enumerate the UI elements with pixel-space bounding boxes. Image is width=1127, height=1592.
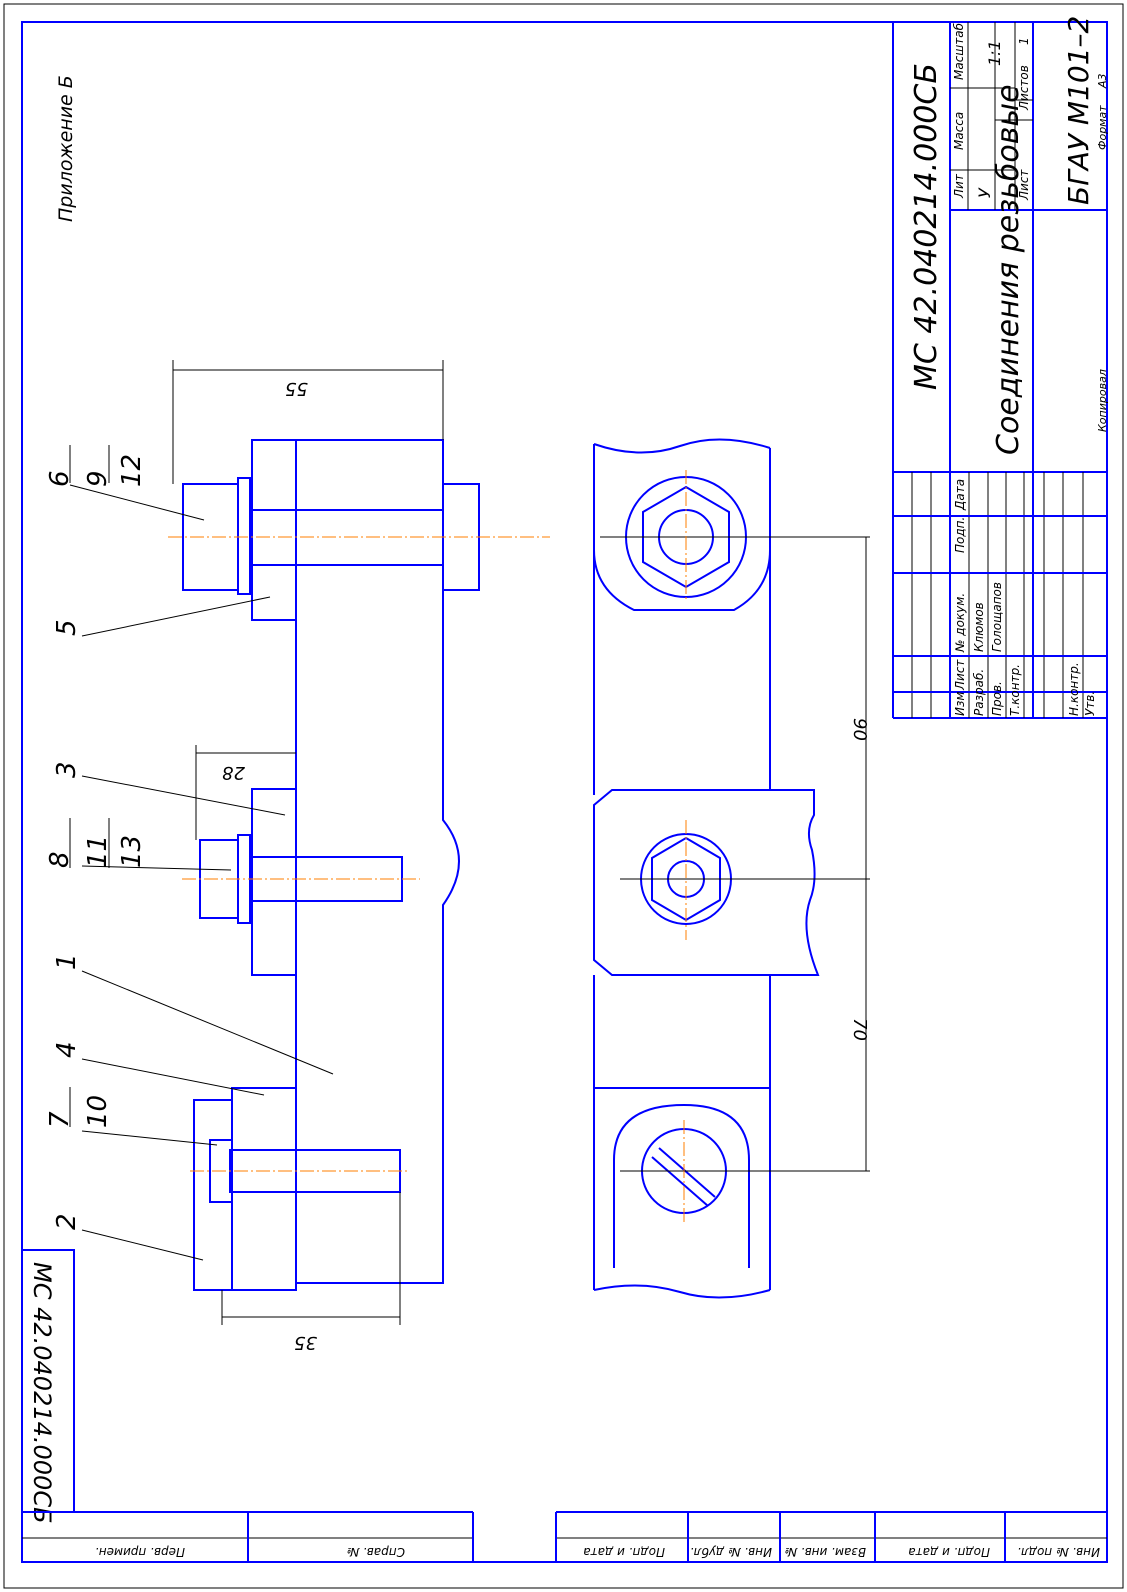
- side-doc-number-box: МС 42.040214.000СБ: [21, 1249, 75, 1524]
- washer-9: [237, 477, 251, 595]
- callout-5: 5: [52, 619, 82, 636]
- dim-28-label: 28: [222, 762, 245, 783]
- drawing-title: Соединения резьбовые: [991, 84, 1026, 455]
- dim-90-label: 90: [849, 718, 870, 741]
- hdr-doc: № докум.: [953, 593, 967, 653]
- side-doc-number: МС 42.040214.000СБ: [28, 1262, 56, 1524]
- part-3-plate: [251, 788, 297, 976]
- hdr-izm: Изм: [953, 692, 967, 716]
- callout-11: 11: [83, 835, 113, 868]
- label-inv-podl: Инв. № подл.: [1017, 1545, 1100, 1559]
- callout-9: 9: [83, 470, 113, 487]
- callout-8: 8: [45, 851, 75, 868]
- sheet-label: Лист: [1017, 169, 1031, 201]
- top-view: 90 70: [593, 438, 870, 1299]
- outer-border: [3, 3, 1124, 1589]
- scale-label: Масштаб: [952, 22, 966, 80]
- dim-55: 55: [172, 360, 444, 484]
- callout-2: 2: [52, 1213, 82, 1230]
- copied-label: Копировал: [1096, 369, 1109, 432]
- lit-value: У: [975, 187, 994, 198]
- hdr-sign: Подп.: [953, 517, 967, 553]
- name-1: Голощапов: [990, 582, 1004, 652]
- hdr-list: Лист: [953, 659, 967, 691]
- dim-55-label: 55: [285, 378, 308, 399]
- label-podp-data-1: Подп. и дата: [583, 1545, 665, 1559]
- role-1: Пров.: [990, 681, 1004, 716]
- org-code: БГАУ М101–2: [1062, 16, 1095, 205]
- name-0: Клюмов: [972, 602, 986, 652]
- signature-table: Изм Лист № докум. Подп. Дата Разраб. Клю…: [893, 472, 1107, 718]
- role-2: Т.контр.: [1008, 664, 1022, 716]
- part-3-top: [593, 789, 820, 976]
- bottom-strip: Перв. примен. Справ. № Подп. и дата Инв.…: [22, 1511, 1107, 1562]
- label-vzam-inv: Взам. инв. №: [785, 1545, 866, 1559]
- label-inv-dubl: Инв. № дубл.: [690, 1545, 772, 1559]
- format-label: Формат: [1096, 105, 1109, 150]
- callout-3: 3: [52, 761, 82, 778]
- callout-4: 4: [52, 1041, 82, 1058]
- label-perv-primen: Перв. примен.: [95, 1545, 185, 1559]
- role-4: Н.контр.: [1067, 662, 1081, 716]
- callout-12: 12: [117, 454, 147, 487]
- sheets-label: Листов: [1017, 65, 1031, 111]
- callout-13: 13: [117, 835, 147, 868]
- part-4-plate: [231, 1087, 297, 1291]
- sheets-value: 1: [1017, 37, 1031, 45]
- hdr-date: Дата: [953, 479, 967, 511]
- part-1-body: [295, 439, 460, 1284]
- callout-1: 1: [52, 953, 82, 970]
- callout-7: 7: [45, 1111, 75, 1128]
- scale-value: 1:1: [985, 40, 1004, 66]
- callout-10: 10: [83, 1095, 113, 1128]
- label-sprav: Справ. №: [347, 1545, 405, 1559]
- role-0: Разраб.: [972, 669, 986, 716]
- mass-label: Масса: [952, 112, 966, 150]
- format-value: А3: [1096, 73, 1109, 89]
- title-block: МС 42.040214.000СБ Соединения резьбовые …: [892, 16, 1109, 719]
- section-view: 55 28 35 6 9 12 5 3 8 1: [45, 360, 550, 1353]
- part-2-plate: [193, 1099, 233, 1291]
- dim-28: 28: [195, 745, 296, 840]
- part-5-washer: [251, 439, 297, 566]
- doc-number: МС 42.040214.000СБ: [909, 63, 944, 390]
- callout-6: 6: [45, 470, 75, 487]
- lit-label: Лит: [952, 173, 966, 199]
- dim-35-label: 35: [294, 1332, 317, 1353]
- appendix-label: Приложение Б: [55, 75, 77, 222]
- label-podp-data-2: Подп. и дата: [908, 1545, 990, 1559]
- screw-7-head: [209, 1139, 233, 1203]
- dim-35: 35: [221, 1192, 401, 1353]
- inner-frame: [21, 21, 1108, 1563]
- dim-70-label: 70: [849, 1018, 870, 1041]
- role-5: Утв.: [1083, 691, 1097, 716]
